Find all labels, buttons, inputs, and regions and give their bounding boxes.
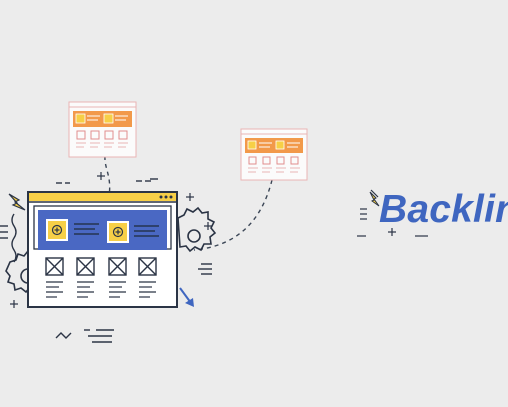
main-browser-window-icon [27,191,178,308]
sparkle-icon [370,189,396,236]
backlink-headline: Backlin [379,188,508,231]
plus-icon [46,219,68,241]
image-placeholder-icon [45,257,64,276]
small-webpage-card-icon [240,128,308,181]
image-placeholder-icon [108,257,127,276]
gear-icon [177,206,217,253]
small-webpage-card-icon [68,101,137,158]
lightning-icon [369,191,380,207]
arrow-down-icon [179,287,194,307]
decorative-doodles [357,208,428,237]
image-placeholder-icon [138,257,157,276]
lightning-icon [8,193,26,211]
decorative-doodles [0,178,212,343]
sparkle-icon [10,172,212,308]
image-placeholder-icon [76,257,95,276]
plus-icon [107,221,129,243]
